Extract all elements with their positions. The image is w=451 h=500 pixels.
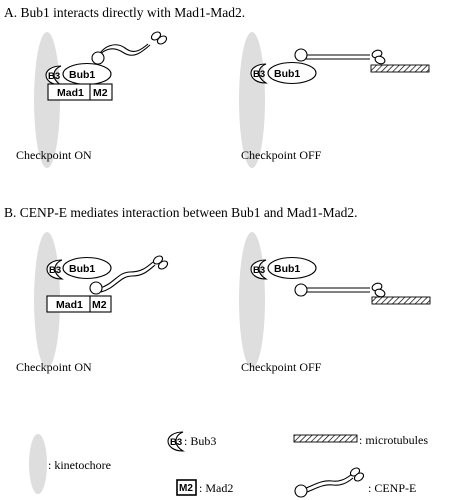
bub3-shape	[250, 259, 268, 280]
bub1-protein	[62, 256, 112, 280]
cenpe-tail	[96, 43, 149, 59]
kinetochore	[239, 232, 265, 368]
legend-cenpe-tail	[305, 473, 353, 489]
panel-a-left-diagram: B3 Bub1 Mad1 M2	[34, 31, 168, 168]
mad1-label: Mad1	[56, 299, 83, 311]
bub3-label: B3	[48, 71, 60, 82]
bub3-label: B3	[253, 69, 265, 80]
cenpe-motor-domain	[89, 281, 103, 295]
bub3-label: B3	[49, 265, 61, 276]
bub1-label: Bub1	[274, 68, 300, 80]
legend-microtubule-swatch	[293, 434, 358, 443]
panel-b-left-diagram: B3 Bub1 Mad1 M2	[34, 232, 169, 368]
legend-bub3-label: : Bub3	[184, 434, 216, 448]
mad2-label: M2	[92, 299, 107, 311]
legend-kinetochore-label: : kinetochore	[48, 458, 111, 472]
cenpe-tail	[100, 264, 156, 293]
cenpe-motor-domain	[294, 283, 308, 297]
cenpe-tail	[99, 261, 154, 289]
bub1-label: Bub1	[69, 69, 95, 81]
legend: : kinetochore B3 : Bub3 : microtubules M…	[29, 431, 428, 498]
microtubule	[370, 64, 430, 73]
microtubule	[371, 296, 431, 305]
panel-a-right-caption: Checkpoint OFF	[241, 148, 322, 162]
legend-mad2-label: : Mad2	[199, 481, 233, 495]
bub1-protein	[267, 61, 317, 85]
cenpe-head	[157, 260, 169, 270]
cenpe-motor-domain	[294, 48, 308, 62]
legend-bub3-swatch	[167, 431, 185, 452]
legend-cenpe-tail	[306, 477, 354, 493]
legend-cenpe-motor-domain	[294, 484, 308, 498]
legend-kinetochore-swatch	[29, 434, 47, 494]
panel-a-right-diagram: B3 Bub1	[239, 32, 430, 168]
panel-b-right-caption: Checkpoint OFF	[241, 360, 322, 374]
legend-cenpe-label: : CENP-E	[368, 481, 416, 495]
kinetochore	[34, 32, 60, 168]
mad2-label: M2	[93, 87, 108, 99]
legend-cenpe-head	[353, 472, 365, 482]
mad1-protein	[46, 295, 112, 313]
panel-b-right-diagram: B3 Bub1	[239, 232, 431, 368]
panel-a-left-caption: Checkpoint ON	[16, 148, 92, 162]
cenpe-tail	[92, 44, 151, 63]
mad1-label: Mad1	[57, 87, 84, 99]
bub1-label: Bub1	[69, 263, 95, 275]
legend-mad2-swatch	[176, 479, 197, 496]
panel-b-left-caption: Checkpoint ON	[16, 360, 92, 374]
bub3-shape	[46, 259, 64, 280]
cenpe-head	[374, 288, 386, 298]
mad1-protein	[47, 83, 113, 101]
legend-microtubules-label: : microtubules	[359, 433, 428, 447]
panel-b-title: B. CENP-E mediates interaction between B…	[4, 205, 358, 220]
panel-a-title: A. Bub1 interacts directly with Mad1-Mad…	[4, 5, 245, 20]
cenpe-head	[156, 35, 168, 45]
bub3-shape	[250, 63, 268, 84]
bub1-label: Bub1	[274, 263, 300, 275]
cenpe-motor-domain	[91, 51, 105, 65]
cenpe-head	[374, 55, 386, 65]
bub1-protein	[267, 256, 317, 280]
bub3-label: B3	[253, 265, 265, 276]
legend-bub3-symbol: B3	[170, 437, 182, 448]
legend-mad2-symbol: M2	[179, 483, 193, 494]
